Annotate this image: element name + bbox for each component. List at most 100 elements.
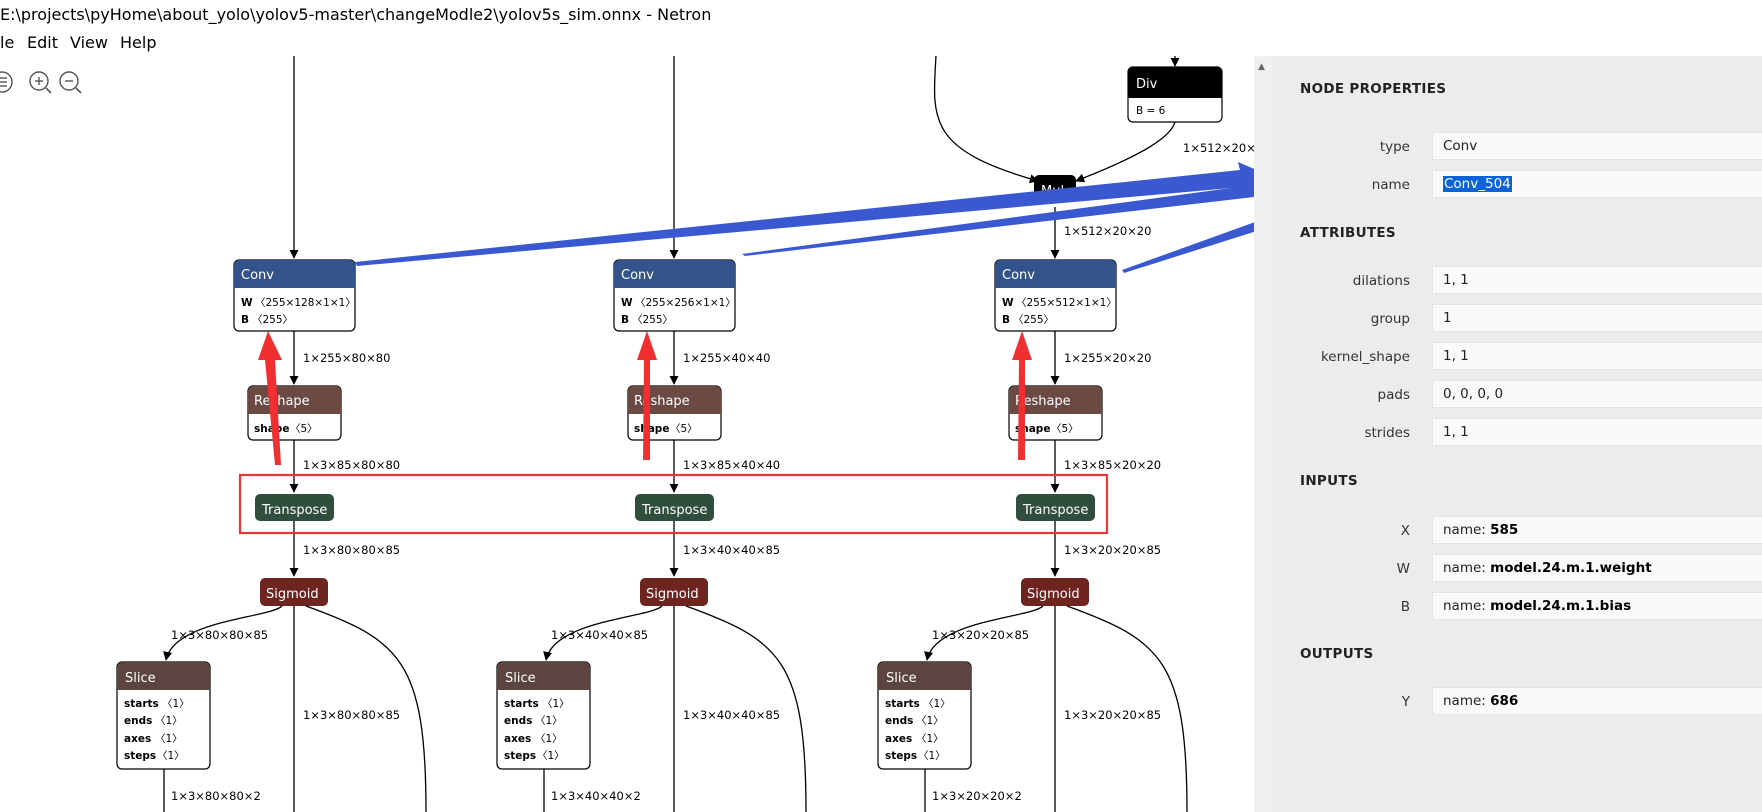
slice-ends-key: ends [885, 715, 913, 727]
sig-down-shape: 1×3×20×20×85 [1064, 708, 1161, 722]
graph-column-1: Conv W 〈255×128×1×1〉 B 〈255〉 1×255×80×80… [116, 259, 427, 812]
slice-axes-key: axes [885, 733, 912, 745]
conv-b-key: B [1002, 314, 1010, 326]
sig-to-slice-shape: 1×3×20×20×85 [932, 628, 1029, 642]
reshape-out-shape: 1×3×85×40×40 [683, 458, 780, 472]
conv-w-key: W [621, 297, 633, 309]
graph-column-3: Conv W 〈255×512×1×1〉 B 〈255〉 1×255×20×20… [877, 259, 1188, 812]
graph-scrollbar[interactable]: ▲ [1254, 56, 1272, 812]
attributes-title: ATTRIBUTES [1300, 225, 1396, 241]
red-arrows [258, 331, 1032, 465]
conv-b-val: 〈255〉 [252, 314, 293, 326]
sigmoid-node[interactable]: Sigmoid [1021, 578, 1089, 606]
conv-out-shape: 1×255×40×40 [683, 351, 770, 365]
slice-node[interactable]: Slice starts 〈1〉 ends 〈1〉 axes 〈1〉 steps… [877, 661, 972, 770]
slice-axes-val: 〈1〉 [535, 733, 563, 745]
transpose-node[interactable]: Transpose [635, 494, 714, 521]
reshape-out-shape: 1×3×85×80×80 [303, 458, 400, 472]
attr-label-strides: strides [1364, 425, 1410, 441]
red-arrow-1 [258, 331, 282, 465]
slice-out-shape: 1×3×80×80×2 [171, 789, 261, 803]
transpose-highlight-box [238, 473, 1109, 535]
input-label-x: X [1400, 523, 1410, 539]
output-value-y[interactable]: name: 686 [1432, 687, 1762, 715]
slice-starts-key: starts [504, 698, 539, 710]
graph-column-2: Conv W 〈255×256×1×1〉 B 〈255〉 1×255×40×40… [496, 259, 807, 812]
list-icon[interactable] [0, 70, 20, 94]
slice-steps-key: steps [885, 750, 917, 762]
conv-out-shape: 1×255×20×20 [1064, 351, 1151, 365]
blue-arrow-2 [742, 184, 1254, 256]
slice-ends-val: 〈1〉 [155, 715, 183, 727]
input-name-b: model.24.m.1.bias [1490, 598, 1632, 614]
attr-value-kernel-shape[interactable]: 1, 1 [1432, 342, 1762, 370]
sigmoid-node[interactable]: Sigmoid [260, 578, 328, 606]
conv-node[interactable]: Conv W 〈255×128×1×1〉 B 〈255〉 [233, 259, 356, 332]
reshape-out-shape: 1×3×85×20×20 [1064, 458, 1161, 472]
slice-starts-val: 〈1〉 [542, 698, 570, 710]
name-value-field[interactable]: Conv_504 [1432, 170, 1762, 198]
menu-help[interactable]: Help [120, 33, 157, 52]
attr-text-dilations: 1, 1 [1443, 272, 1469, 288]
slice-steps-val: 〈1〉 [157, 750, 185, 762]
sidebar-title: NODE PROPERTIES [1300, 81, 1447, 97]
reshape-node[interactable]: Reshape shape 〈5〉 [247, 385, 342, 441]
menu-edit[interactable]: Edit [27, 33, 58, 52]
attr-label-pads: pads [1377, 387, 1410, 403]
input-prefix-w: name: [1443, 560, 1491, 576]
input-value-w[interactable]: name: model.24.m.1.weight [1432, 554, 1762, 582]
conv-b-val: 〈255〉 [1013, 314, 1054, 326]
conv-b-key: B [241, 314, 249, 326]
slice-node[interactable]: Slice starts 〈1〉 ends 〈1〉 axes 〈1〉 steps… [496, 661, 591, 770]
transpose-label: Transpose [641, 503, 707, 518]
slice-ends-val: 〈1〉 [916, 715, 944, 727]
conv-b-key: B [621, 314, 629, 326]
transpose-node[interactable]: Transpose [1016, 494, 1095, 521]
blue-arrows [355, 162, 1254, 273]
conv-w-val: 〈255×256×1×1〉 [635, 297, 736, 309]
slice-starts-key: starts [885, 698, 920, 710]
name-value[interactable]: Conv_504 [1443, 176, 1512, 192]
reshape-attr-key: shape [634, 423, 669, 435]
menu-file[interactable]: le [0, 33, 15, 52]
reshape-node[interactable]: Reshape shape 〈5〉 [1008, 385, 1103, 441]
attr-value-group[interactable]: 1 [1432, 304, 1762, 332]
output-label-y: Y [1401, 694, 1410, 710]
sigmoid-node[interactable]: Sigmoid [640, 578, 708, 606]
input-value-x[interactable]: name: 585 [1432, 516, 1762, 544]
sig-down-shape: 1×3×80×80×85 [303, 708, 400, 722]
slice-steps-key: steps [124, 750, 156, 762]
attr-text-kernel-shape: 1, 1 [1443, 348, 1469, 364]
sig-to-slice-shape: 1×3×80×80×85 [171, 628, 268, 642]
type-value: Conv [1443, 138, 1478, 154]
graph-canvas[interactable]: Div B = 6 1×512×20×2 Mul 1×512×20×20 Con… [0, 56, 1254, 812]
slice-steps-val: 〈1〉 [537, 750, 565, 762]
attr-text-pads: 0, 0, 0, 0 [1443, 386, 1504, 402]
attr-value-pads[interactable]: 0, 0, 0, 0 [1432, 380, 1762, 408]
transpose-node[interactable]: Transpose [255, 494, 334, 521]
attr-label-dilations: dilations [1352, 273, 1410, 289]
conv-w-key: W [241, 297, 253, 309]
menu-view[interactable]: View [70, 33, 108, 52]
div-node[interactable]: Div B = 6 [1127, 66, 1223, 123]
attr-value-dilations[interactable]: 1, 1 [1432, 266, 1762, 294]
slice-out-shape: 1×3×20×20×2 [932, 789, 1022, 803]
outputs-title: OUTPUTS [1300, 646, 1374, 662]
slice-starts-val: 〈1〉 [162, 698, 190, 710]
input-value-b[interactable]: name: model.24.m.1.bias [1432, 592, 1762, 620]
conv-node[interactable]: Conv W 〈255×256×1×1〉 B 〈255〉 [613, 259, 736, 332]
reshape-attr-val: 〈5〉 [290, 423, 318, 435]
attr-value-strides[interactable]: 1, 1 [1432, 418, 1762, 446]
reshape-node[interactable]: Reshape shape 〈5〉 [627, 385, 722, 441]
slice-label: Slice [125, 671, 156, 686]
conv-label: Conv [241, 268, 274, 283]
transpose-out-shape: 1×3×80×80×85 [303, 543, 400, 557]
zoom-in-icon[interactable] [28, 70, 54, 94]
type-value-field[interactable]: Conv [1432, 132, 1762, 160]
conv-node[interactable]: Conv W 〈255×512×1×1〉 B 〈255〉 [994, 259, 1117, 332]
zoom-out-icon[interactable] [58, 70, 84, 94]
name-label: name [1371, 177, 1410, 193]
slice-node[interactable]: Slice starts 〈1〉 ends 〈1〉 axes 〈1〉 steps… [116, 661, 211, 770]
scroll-up-icon[interactable]: ▲ [1258, 62, 1265, 72]
attr-text-group: 1 [1443, 310, 1452, 326]
